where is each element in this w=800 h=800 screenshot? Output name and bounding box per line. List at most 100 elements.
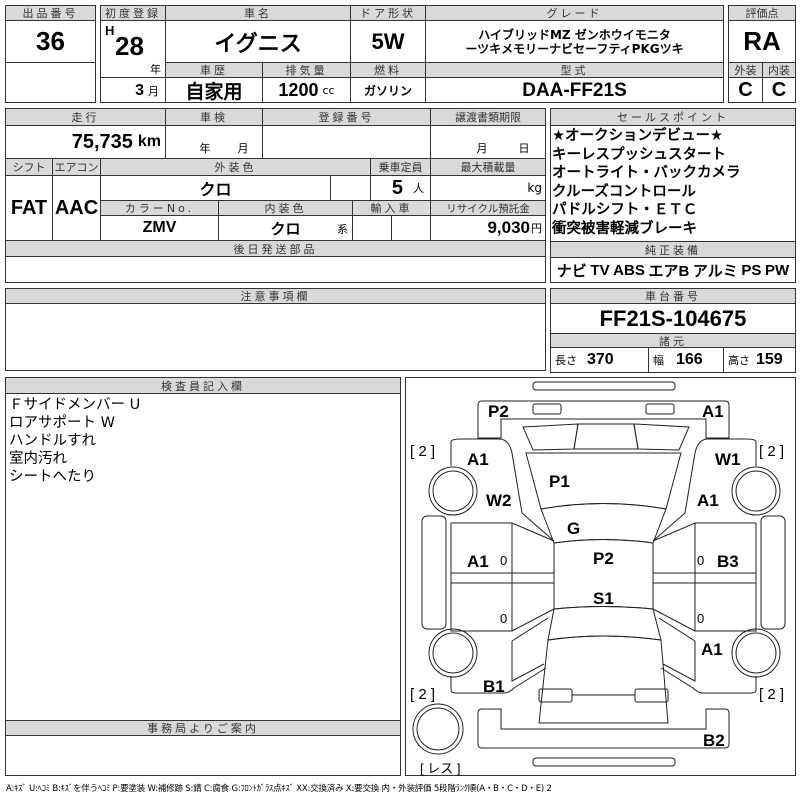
mark-rear-bumper: B2 [703,731,725,750]
transfer-day-unit: 日 [518,142,530,155]
reg-number-label: 登録番号 [263,109,431,126]
grade-line-1: ハイブリッドMZ ゼンホウイモニタ [478,27,671,42]
car-name-label: 車名 [166,6,351,21]
aircon: AAC [53,176,101,241]
sales-point: 衝突被害軽減ブレーキ [552,220,697,237]
note-line: Ｆサイドメンバー U [9,397,141,413]
month-unit: 月 [148,84,159,98]
sales-points-label: セールスポイント [551,109,795,126]
mark-hood: P1 [549,472,570,491]
capacity-unit: 人 [413,182,424,195]
sales-point: オートライト・バックカメラ [552,165,741,181]
capacity-label: 乗車定員 [371,159,431,176]
headlight-left [522,423,579,451]
mileage-label: 走行 [6,109,166,126]
length-value: 370 [587,351,614,368]
score-label: 評価点 [729,6,795,21]
recycle-label: リサイクル預託金 [431,201,545,216]
month: 3 [135,81,144,99]
recycle-value: 9,030 [487,218,530,237]
tire-spare: [ レス ] [420,761,460,776]
mark-right-rear-fender: A1 [701,640,723,659]
width-label: 幅 [653,354,664,367]
mark-front-bumper-left: P2 [488,402,509,421]
equipment-item: TV [590,261,610,279]
inspector-notes: Ｆサイドメンバー U ロアサポート W ハンドルすれ 室内汚れ シートへたり [9,396,140,486]
windshield [540,503,667,544]
right-front-fender [652,438,757,542]
caution-label: 注意事項欄 [6,289,545,304]
sales-point: クルーズコントロール [552,183,696,200]
door-mark: 0 [697,611,704,626]
grade-line-2: ーツキメモリーナビセーフティPKGツキ [465,41,684,56]
displacement-unit: cc [322,84,335,97]
lot-box: 出品番号 36 [5,5,96,103]
mark-front-left-fender: A1 [467,450,489,469]
max-load-label: 最大積載量 [431,159,545,176]
tire-rear-left: [ 2 ] [410,686,435,703]
grade-label: グレード [426,6,723,21]
equipment-item: アルミ [692,262,738,280]
note-line: ロアサポート W [9,415,115,431]
wheel-front-left [428,466,478,516]
right-rear-fender [658,617,757,694]
fuel-label: 燃料 [351,63,426,78]
equipment-item: PW [764,261,790,279]
headlight-right [633,423,690,451]
score: RA [729,21,795,63]
wheel-rear-right [731,628,781,678]
mark-right-pillar: A1 [697,491,719,510]
import-label: 輸入車 [353,201,431,216]
int-color-label: 内装色 [219,201,353,216]
ext-score-label: 外装 [729,63,763,78]
reg-number [263,126,431,159]
inspection-month-unit: 月 [237,142,249,155]
first-reg-label: 初度登録 [101,6,166,21]
tire-front-right: [ 2 ] [759,443,784,460]
trunk [538,635,669,724]
mark-roof: P2 [593,549,614,568]
left-doors [450,522,555,632]
mark-left-rear-fender: B1 [483,677,505,696]
door-mark: 0 [500,553,507,568]
displacement-value: 1200 [278,80,319,100]
front-bumper [477,400,730,439]
mark-left-front-door: A1 [467,552,489,571]
left-rear-fender [450,617,549,694]
inspection-year-unit: 年 [199,142,211,155]
color-no-label: カラーNo. [101,201,219,216]
era: H [105,23,115,38]
sales-point: パドルシフト・ＥＴＣ [552,202,698,218]
int-color-value: クロ [270,220,301,238]
equipment-item: エアB [648,262,690,280]
chassis-number: FF21S-104675 [551,304,795,334]
front-bar [532,381,676,391]
specs-label: 諸元 [551,334,795,348]
history-label: 車歴 [166,63,263,78]
int-color: クロ系 [219,216,353,241]
ext-color-label: 外装色 [101,159,371,176]
transfer: 月日 [431,126,545,159]
right-doors [652,522,757,632]
spare-tire [412,703,464,755]
sales-point: キーレスプッシュスタート [552,146,726,163]
car-diagram: P2 A1 A1 W2 P1 G P2 S1 A1 B3 W1 A1 A1 B1… [410,381,786,776]
inspection: 年月 [166,126,263,159]
sales-point: ★オークションデビュー★ [552,128,723,144]
door-type: 5W [351,21,426,63]
inspector-box: 検査員記入欄 事務局よりご案内 [5,377,401,776]
mileage-value: 75,735 [71,130,133,153]
fog-light-right [645,403,675,415]
fog-light-left [532,403,562,415]
equipment-item: ナビ [556,262,587,280]
import-cell-1 [353,216,392,241]
shift: FAT [6,176,53,241]
height-value: 159 [756,351,783,368]
rear-bar [532,757,676,767]
